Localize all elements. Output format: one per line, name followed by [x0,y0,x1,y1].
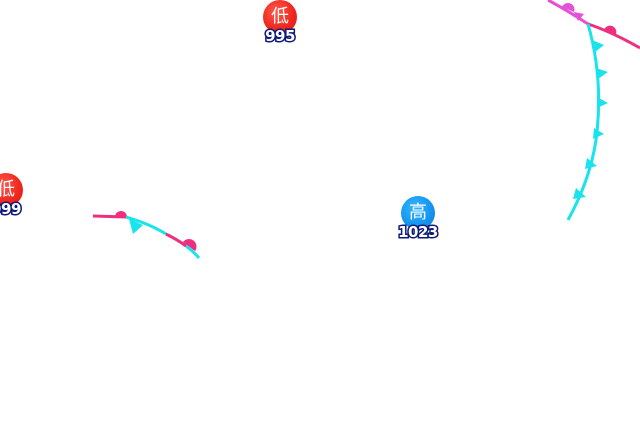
cold-front-tooth [596,68,608,79]
occluded-front-segment [547,0,589,26]
occluded-front-tooth [574,12,584,21]
occluded-front-bump [562,3,575,12]
cold-front-segment [125,215,167,236]
cold-front-tooth [585,158,597,169]
warm-front-bump [183,239,197,251]
low-pressure-symbol: 低 [263,0,297,34]
pressure-value: 999 [0,199,23,220]
stationary-front-left [92,211,201,259]
high-pressure-center[interactable]: 高 1023 [397,196,440,243]
cold-front-segment [566,23,601,221]
cold-front-tooth [129,219,143,234]
low-pressure-center[interactable]: 低 999 [0,173,26,220]
warm-front-bump [115,211,127,217]
pressure-value: 995 [264,26,297,47]
low-pressure-symbol: 低 [0,173,23,207]
cold-front-tooth [573,188,586,199]
cold-front-tooth [593,128,604,139]
front-right [547,0,640,221]
low-pressure-center[interactable]: 低 995 [260,0,300,47]
high-pressure-symbol: 高 [401,196,435,230]
cold-front-segment [185,244,201,259]
pressure-value: 1023 [397,222,440,243]
cold-front-tooth [592,40,604,52]
cold-front-tooth [597,97,608,108]
warm-front-bump [604,25,617,34]
warm-front-segment [587,22,640,50]
warm-front-segment [165,232,187,248]
